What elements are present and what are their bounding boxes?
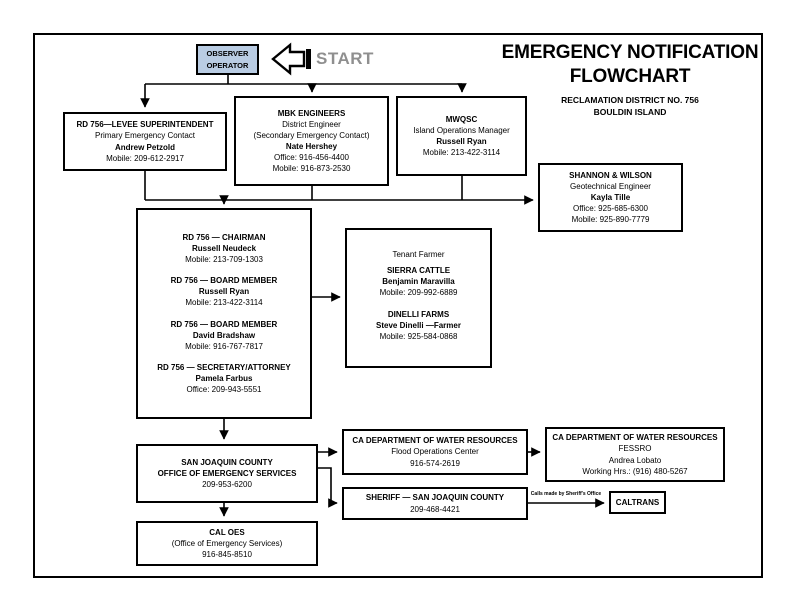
board-group-chairman: RD 756 — CHAIRMAN Russell Neudeck Mobile… (140, 232, 308, 265)
box-line: RD 756 — BOARD MEMBER (170, 319, 278, 329)
box-line: CAL OES (209, 527, 245, 537)
box-line: Andrea Lobato (608, 455, 662, 465)
box-line: Mobile: 916-873-2530 (272, 164, 351, 174)
box-line: CA DEPARTMENT OF WATER RESOURCES (352, 436, 518, 446)
sheriff-note: Calls made by Sheriff's Office (530, 491, 602, 497)
box-line: RD 756 — SECRETARY/ATTORNEY (157, 362, 291, 372)
box-line: Pamela Farbus (195, 373, 253, 383)
box-line: District Engineer (282, 119, 341, 129)
page-title: EMERGENCY NOTIFICATION FLOWCHART (498, 41, 762, 89)
box-line: Andrew Petzold (114, 142, 175, 152)
box-line: MBK ENGINEERS (277, 108, 346, 118)
box-line: Mobile: 209-612-2917 (106, 153, 184, 163)
dwr-fessro-box: CA DEPARTMENT OF WATER RESOURCES FESSRO … (545, 427, 725, 482)
box-line: Mobile: 925-890-7779 (571, 215, 650, 225)
box-line: Russell Ryan (436, 137, 487, 146)
cal-oes-box: CAL OES (Office of Emergency Services) 9… (136, 521, 318, 566)
box-line: Primary Emergency Contact (94, 131, 196, 141)
page-subtitle: RECLAMATION DISTRICT NO. 756 BOULDIN ISL… (498, 95, 762, 119)
box-line: Mobile: 925-584-0868 (379, 331, 458, 341)
box-line: Kayla Tille (590, 192, 631, 202)
start-arrow-icon (271, 42, 311, 76)
box-line: CA DEPARTMENT OF WATER RESOURCES (552, 433, 718, 443)
caltrans-box: CALTRANS (609, 491, 666, 514)
page-subtitle-line1: RECLAMATION DISTRICT NO. 756 (561, 95, 699, 105)
box-line: RD 756 — BOARD MEMBER (170, 276, 278, 286)
box-line: SAN JOAQUIN COUNTY (181, 457, 273, 467)
rd-board-box: RD 756 — CHAIRMAN Russell Neudeck Mobile… (136, 208, 312, 419)
board-group-member2: RD 756 — BOARD MEMBER David Bradshaw Mob… (140, 319, 308, 352)
shannon-wilson-box: SHANNON & WILSON Geotechnical Engineer K… (538, 163, 683, 232)
tenant-group-sierra: SIERRA CATTLE Benjamin Maravilla Mobile:… (349, 265, 488, 298)
mwqsc-box: MWQSC Island Operations Manager Russell … (396, 96, 527, 176)
box-line: David Bradshaw (192, 330, 256, 340)
observer-line1: OBSERVER (206, 49, 249, 59)
box-line: Mobile: 916-767-7817 (185, 341, 263, 351)
box-line: Nate Hershey (285, 142, 338, 151)
sheriff-box: SHERIFF — SAN JOAQUIN COUNTY 209-468-442… (342, 487, 528, 520)
box-line: Steve Dinelli —Farmer (376, 320, 461, 330)
box-line: Mobile: 213-422-3114 (422, 148, 501, 158)
box-line: CALTRANS (615, 497, 660, 507)
board-group-member1: RD 756 — BOARD MEMBER Russell Ryan Mobil… (140, 275, 308, 308)
levee-superintendent-box: RD 756—LEVEE SUPERINTENDENT Primary Emer… (63, 112, 227, 171)
box-line: RD 756—LEVEE SUPERINTENDENT (76, 120, 214, 130)
tenant-farmer-header: Tenant Farmer (392, 250, 445, 260)
box-line: Office: 925-685-6300 (572, 204, 648, 214)
box-line: OFFICE OF EMERGENCY SERVICES (157, 468, 297, 478)
tenant-group-dinelli: DINELLI FARMS Steve Dinelli —Farmer Mobi… (349, 309, 488, 342)
box-line: SHANNON & WILSON (569, 170, 652, 180)
board-group-secretary: RD 756 — SECRETARY/ATTORNEY Pamela Farbu… (140, 362, 308, 395)
box-line: Office: 916-456-4400 (273, 153, 349, 163)
box-line: 209-468-4421 (410, 504, 460, 514)
box-line: SHERIFF — SAN JOAQUIN COUNTY (365, 493, 505, 503)
box-line: 916-845-8510 (202, 550, 252, 560)
box-line: MWQSC (445, 114, 478, 124)
page-title-line1: EMERGENCY NOTIFICATION (501, 42, 759, 63)
tenant-farmer-box: Tenant Farmer SIERRA CATTLE Benjamin Mar… (345, 228, 492, 368)
observer-line2: OPERATOR (206, 60, 249, 70)
box-line: Russell Neudeck (191, 244, 257, 254)
box-line: FESSRO (618, 444, 652, 454)
box-line: Island Operations Manager (413, 125, 510, 135)
box-line: SIERRA CATTLE (386, 266, 451, 276)
start-label: START (316, 49, 374, 68)
box-line: Working Hrs.: (916) 480-5267 (582, 466, 688, 476)
page-subtitle-line2: BOULDIN ISLAND (593, 106, 667, 117)
box-line: (Secondary Emergency Contact) (253, 130, 370, 140)
box-line: Office: 209-943-5551 (186, 384, 262, 394)
dwr-flood-ops-box: CA DEPARTMENT OF WATER RESOURCES Flood O… (342, 429, 528, 475)
box-line: 916-574-2619 (410, 458, 460, 468)
box-line: Benjamin Maravilla (382, 277, 455, 287)
page-title-line2: FLOWCHART (569, 65, 691, 87)
outer-border (33, 33, 763, 578)
box-line: Geotechnical Engineer (570, 181, 651, 191)
box-line: RD 756 — CHAIRMAN (182, 233, 266, 243)
box-line: Mobile: 213-709-1303 (185, 255, 263, 265)
box-line: Mobile: 213-422-3114 (185, 298, 263, 308)
sjc-oes-box: SAN JOAQUIN COUNTY OFFICE OF EMERGENCY S… (136, 444, 318, 503)
observer-operator-box: OBSERVER OPERATOR (196, 44, 259, 75)
box-line: 209-953-6200 (202, 480, 252, 490)
box-line: Russell Ryan (198, 287, 250, 297)
box-line: (Office of Emergency Services) (171, 538, 283, 548)
mbk-engineers-box: MBK ENGINEERS District Engineer (Seconda… (234, 96, 389, 186)
box-line: Flood Operations Center (391, 447, 479, 457)
box-line: DINELLI FARMS (387, 309, 450, 319)
box-line: Mobile: 209-992-6889 (379, 288, 458, 298)
